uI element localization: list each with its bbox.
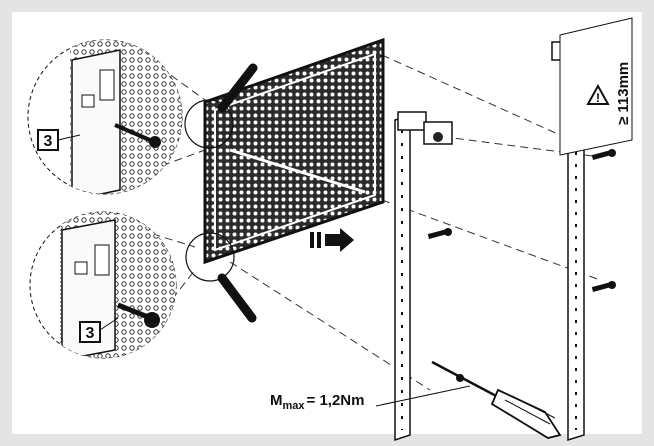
callout-bottom: 3	[79, 317, 119, 343]
screwdriver-icon	[431, 360, 562, 439]
torque-symbol: M	[270, 392, 283, 409]
torque-leader-line	[375, 385, 471, 407]
callout-bottom-number: 3	[86, 325, 95, 342]
screw	[591, 281, 616, 292]
detail-marker-bottom	[185, 232, 235, 282]
callout-top-number: 3	[44, 133, 53, 150]
detail-circle-bottom	[29, 211, 177, 359]
torque-subscript: max	[283, 400, 306, 412]
screws	[427, 149, 616, 292]
arrow-right-icon	[310, 228, 354, 252]
distance-indicator: ! ≥ 113mm	[559, 17, 633, 156]
middle-rail	[394, 111, 453, 442]
warning-triangle-icon: !	[586, 83, 610, 105]
svg-text:Mmax= 1,2Nm: Mmax= 1,2Nm	[270, 392, 364, 412]
screw	[427, 228, 452, 239]
detail-circle-top	[27, 39, 183, 195]
torque-value: = 1,2Nm	[307, 392, 365, 409]
detail-marker-top	[184, 99, 234, 149]
torque-label: Mmax= 1,2Nm	[270, 392, 364, 412]
distance-label: ≥ 113mm	[615, 62, 632, 125]
screw	[591, 149, 616, 160]
callout-top: 3	[37, 129, 81, 151]
plate-handles	[217, 63, 258, 323]
mounting-plate	[203, 37, 385, 265]
svg-text:!: !	[596, 91, 600, 105]
